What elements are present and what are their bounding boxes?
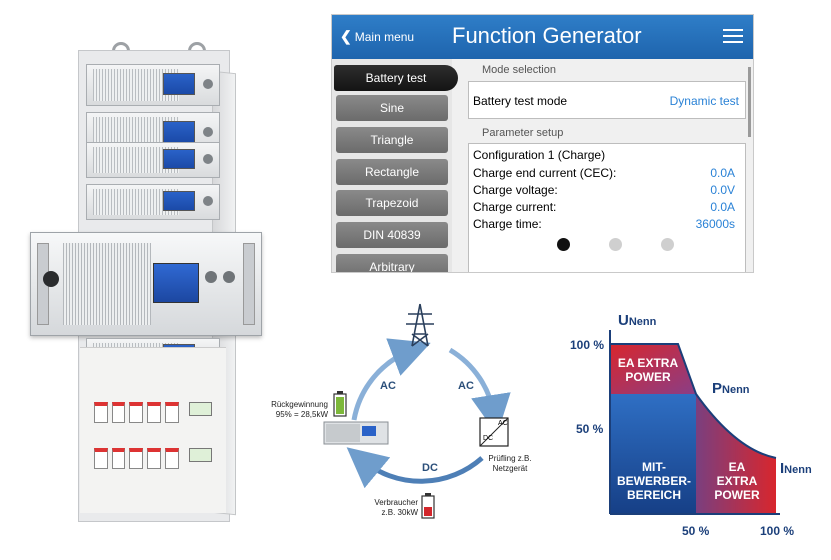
param-value[interactable]: 36000s bbox=[695, 217, 735, 231]
configuration-title: Configuration 1 (Charge) bbox=[473, 148, 606, 162]
main-menu-label: Main menu bbox=[354, 30, 415, 44]
recovery-note: Rückgewinnung 95% = 28,5kW bbox=[271, 400, 328, 419]
main-menu-button[interactable]: ❮Main menu bbox=[340, 28, 414, 45]
page-title: Function Generator bbox=[452, 23, 642, 48]
parameter-setup-heading: Parameter setup bbox=[482, 127, 564, 139]
sidebar-item-battery-test[interactable]: Battery test bbox=[334, 65, 458, 91]
p-nenn-label: PNenn bbox=[712, 380, 750, 397]
header-bar: ❮Main menu Function Generator bbox=[332, 15, 753, 59]
page-indicator bbox=[557, 238, 677, 252]
param-value[interactable]: 0.0V bbox=[710, 183, 735, 197]
param-row[interactable]: Charge current: 0.0A bbox=[473, 200, 735, 216]
page-dot-2[interactable] bbox=[609, 238, 622, 251]
param-row[interactable]: Charge end current (CEC): 0.0A bbox=[473, 166, 735, 182]
dc-label: DC bbox=[422, 462, 438, 474]
param-label: Charge voltage: bbox=[473, 183, 558, 197]
param-label: Charge end current (CEC): bbox=[473, 166, 617, 180]
power-unit-large bbox=[30, 232, 262, 336]
page-dot-3[interactable] bbox=[661, 238, 674, 251]
extra-power-right-region bbox=[696, 394, 776, 514]
u-nenn-label: UNenn bbox=[618, 312, 657, 329]
power-curve bbox=[610, 343, 777, 459]
converter-ac-label: AC bbox=[498, 420, 508, 427]
battery-test-mode-label: Battery test mode bbox=[473, 94, 568, 108]
scrollbar[interactable] bbox=[748, 67, 751, 137]
energy-cycle-diagram: AC AC DC AC DC Rückgewinnung 95% = 28,5k… bbox=[262, 300, 562, 560]
distribution-panel bbox=[80, 347, 226, 513]
power-unit-4 bbox=[86, 184, 220, 220]
extra-power-top-region bbox=[610, 344, 696, 394]
waveform-sidebar: Battery test Sine Triangle Rectangle Tra… bbox=[332, 59, 458, 272]
sidebar-item-sine[interactable]: Sine bbox=[336, 95, 448, 121]
power-unit-1 bbox=[86, 64, 220, 106]
cycle-arrows bbox=[323, 303, 511, 519]
i-nenn-label: INenn bbox=[780, 460, 812, 477]
sidebar-item-arbitrary[interactable]: Arbitrary bbox=[336, 254, 448, 272]
battery-test-mode-value[interactable]: Dynamic test bbox=[669, 94, 739, 108]
battery-low-icon bbox=[421, 493, 435, 519]
power-tower-icon bbox=[406, 303, 434, 347]
sidebar-item-rectangle[interactable]: Rectangle bbox=[336, 159, 448, 185]
device-under-test-note: Prüfling z.B. Netzgerät bbox=[488, 454, 532, 473]
consumer-note: Verbraucher z.B. 30kW bbox=[374, 498, 418, 517]
sidebar-item-din-40839[interactable]: DIN 40839 bbox=[336, 222, 448, 248]
function-generator-screen: ❮Main menu Function Generator Battery te… bbox=[331, 14, 754, 273]
converter-icon bbox=[479, 417, 509, 447]
envelope-graphic bbox=[609, 330, 780, 515]
y-tick-100: 100 % bbox=[570, 338, 605, 352]
mode-selection-box[interactable]: Battery test mode Dynamic test bbox=[468, 81, 746, 119]
converter-dc-label: DC bbox=[483, 435, 494, 442]
param-row[interactable]: Charge voltage: 0.0V bbox=[473, 183, 735, 199]
page-dot-1[interactable] bbox=[557, 238, 570, 251]
param-label: Charge current: bbox=[473, 200, 557, 214]
rack-illustration bbox=[30, 42, 262, 534]
sidebar-item-trapezoid[interactable]: Trapezoid bbox=[336, 190, 448, 216]
chevron-left-icon: ❮ bbox=[340, 28, 352, 44]
battery-full-icon bbox=[333, 391, 347, 417]
param-value[interactable]: 0.0A bbox=[710, 166, 735, 180]
power-supply-icon bbox=[323, 421, 389, 445]
sidebar-item-triangle[interactable]: Triangle bbox=[336, 127, 448, 153]
param-label: Charge time: bbox=[473, 217, 542, 231]
mode-selection-heading: Mode selection bbox=[482, 64, 556, 76]
param-row[interactable]: Charge time: 36000s bbox=[473, 217, 735, 233]
ac-left-label: AC bbox=[380, 380, 396, 392]
ac-right-label: AC bbox=[458, 380, 474, 392]
power-unit-3 bbox=[86, 142, 220, 178]
device-display bbox=[153, 263, 199, 303]
competitor-range-label: MIT-BEWERBER-BEREICH bbox=[617, 460, 691, 502]
settings-panel: Mode selection Battery test mode Dynamic… bbox=[460, 59, 753, 272]
competitor-region bbox=[610, 394, 696, 514]
power-envelope-chart: UNenn PNenn INenn 100 % 50 % 50 % 100 % … bbox=[566, 310, 831, 560]
x-tick-100: 100 % bbox=[760, 524, 795, 538]
parameter-setup-box: Configuration 1 (Charge) Charge end curr… bbox=[468, 143, 746, 272]
hamburger-menu-icon[interactable] bbox=[723, 29, 743, 45]
param-value[interactable]: 0.0A bbox=[710, 200, 735, 214]
power-switch-icon bbox=[43, 271, 59, 287]
y-tick-50: 50 % bbox=[576, 422, 604, 436]
x-tick-50: 50 % bbox=[682, 524, 710, 538]
